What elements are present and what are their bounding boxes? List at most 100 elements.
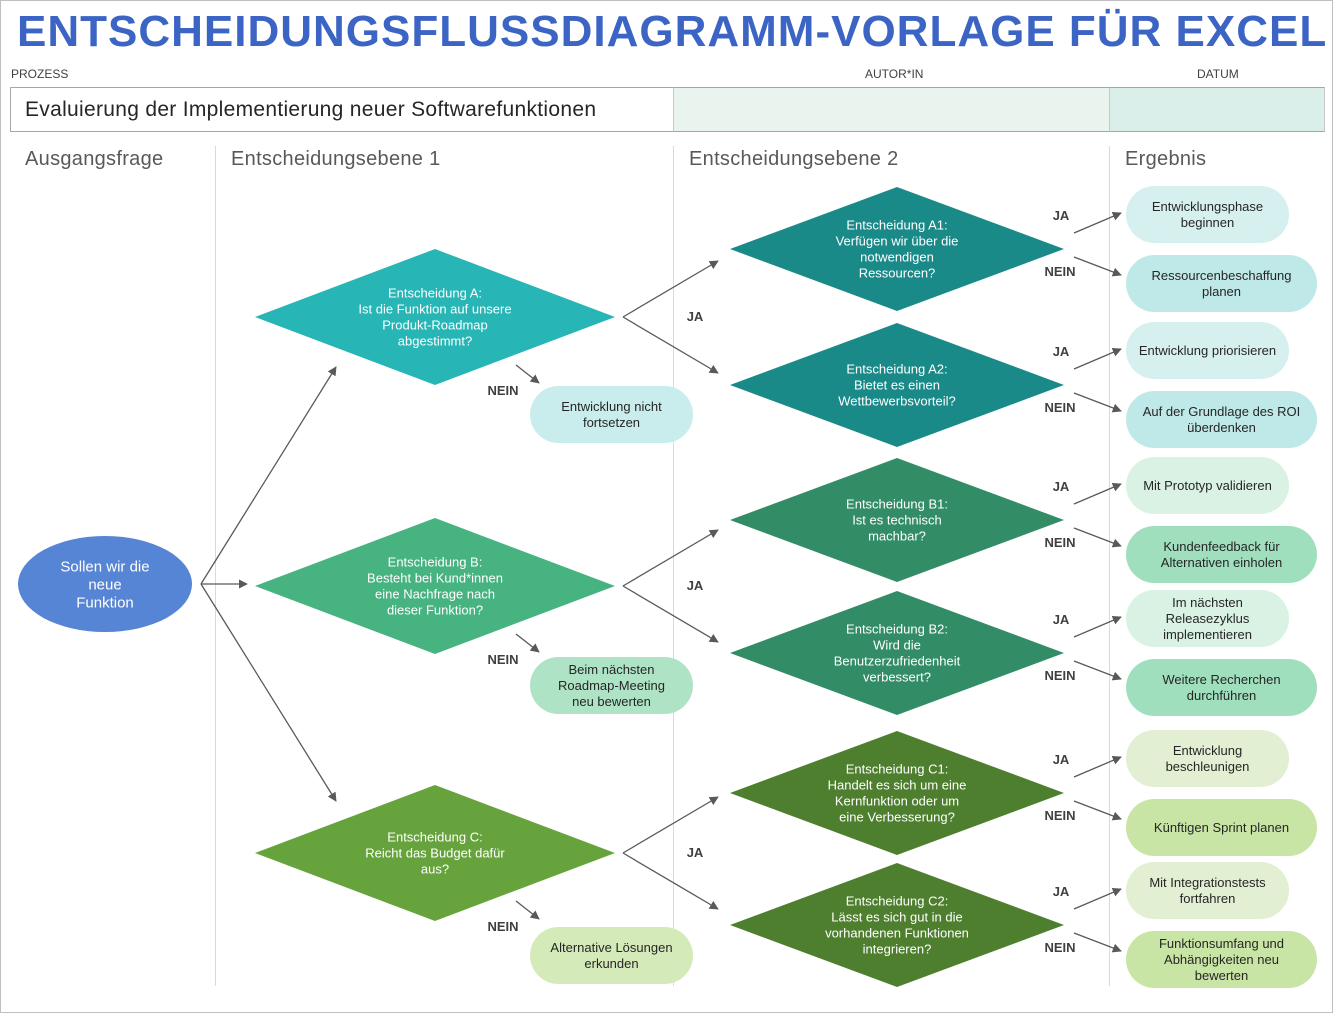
result-b2-no-text: durchführen bbox=[1187, 688, 1256, 703]
decision-a-text: Ist die Funktion auf unsere bbox=[358, 302, 511, 317]
decision-a1-text: notwendigen bbox=[860, 250, 934, 265]
result-c2-yes-text: fortfahren bbox=[1180, 891, 1236, 906]
decision-c1[interactable] bbox=[730, 731, 1064, 855]
branch-label: JA bbox=[1053, 752, 1070, 767]
branch-label: JA bbox=[1053, 884, 1070, 899]
result-c1-yes-text: beschleunigen bbox=[1166, 759, 1250, 774]
branch-label: NEIN bbox=[1044, 808, 1075, 823]
connector-yes bbox=[622, 796, 719, 854]
decision-a1-text: Ressourcen? bbox=[859, 266, 936, 281]
decision-a[interactable] bbox=[255, 249, 615, 385]
connector-no bbox=[515, 900, 540, 920]
author-field[interactable] bbox=[673, 87, 1109, 132]
result-c-no[interactable] bbox=[530, 927, 693, 984]
connector-no bbox=[515, 364, 540, 384]
connector-yes bbox=[622, 852, 719, 910]
result-a2-no-text: überdenken bbox=[1187, 420, 1256, 435]
column-header-result: Ergebnis bbox=[1125, 148, 1207, 170]
result-a-no-text: Entwicklung nicht bbox=[561, 399, 662, 414]
column-divider bbox=[1109, 146, 1110, 986]
decision-c2-text: Entscheidung C2: bbox=[846, 894, 949, 909]
decision-c1-text: eine Verbesserung? bbox=[839, 810, 955, 825]
connector-no bbox=[1073, 660, 1122, 681]
connector-yes bbox=[1073, 483, 1122, 505]
connector-start-c bbox=[200, 583, 337, 802]
branch-label: NEIN bbox=[487, 383, 518, 398]
connector-yes bbox=[622, 585, 719, 643]
result-b2-no[interactable] bbox=[1126, 659, 1317, 716]
result-a2-no-text: Auf der Grundlage des ROI bbox=[1143, 404, 1301, 419]
process-field[interactable]: Evaluierung der Implementierung neuer So… bbox=[10, 87, 673, 132]
result-b2-yes-text: Releasezyklus bbox=[1166, 611, 1250, 626]
result-b-no[interactable] bbox=[530, 657, 693, 714]
result-b-no-text: Roadmap-Meeting bbox=[558, 678, 665, 693]
result-c1-yes[interactable] bbox=[1126, 730, 1289, 787]
result-c-no-text: Alternative Lösungen bbox=[550, 940, 672, 955]
start-node-text: Sollen wir die bbox=[60, 558, 149, 575]
result-a1-no[interactable] bbox=[1126, 255, 1317, 312]
decision-b[interactable] bbox=[255, 518, 615, 654]
result-b-no-text: neu bewerten bbox=[572, 694, 651, 709]
decision-a1[interactable] bbox=[730, 187, 1064, 311]
result-c-no-text: erkunden bbox=[584, 956, 638, 971]
connector-yes bbox=[1073, 756, 1122, 778]
result-b1-yes-text: Mit Prototyp validieren bbox=[1143, 478, 1272, 493]
result-b1-no[interactable] bbox=[1126, 526, 1317, 583]
result-a2-yes[interactable] bbox=[1126, 322, 1289, 379]
start-node-text: Funktion bbox=[76, 594, 134, 611]
branch-label: NEIN bbox=[487, 652, 518, 667]
result-a-no[interactable] bbox=[530, 386, 693, 443]
result-b-no-text: Beim nächsten bbox=[569, 662, 655, 677]
decision-b1-text: Entscheidung B1: bbox=[846, 497, 948, 512]
decision-b-text: eine Nachfrage nach bbox=[375, 587, 495, 602]
decision-c-text: aus? bbox=[421, 862, 449, 877]
decision-b-text: Besteht bei Kund*innen bbox=[367, 571, 503, 586]
branch-label: NEIN bbox=[1044, 940, 1075, 955]
result-a2-no[interactable] bbox=[1126, 391, 1317, 448]
start-node[interactable] bbox=[18, 536, 192, 632]
result-a1-yes[interactable] bbox=[1126, 186, 1289, 243]
result-c2-no[interactable] bbox=[1126, 931, 1317, 988]
decision-a2[interactable] bbox=[730, 323, 1064, 447]
decision-b1-text: machbar? bbox=[868, 529, 926, 544]
decision-c2[interactable] bbox=[730, 863, 1064, 987]
result-c1-no-text: Künftigen Sprint planen bbox=[1154, 820, 1289, 835]
result-a1-yes-text: beginnen bbox=[1181, 215, 1235, 230]
result-b2-no-text: Weitere Recherchen bbox=[1162, 672, 1280, 687]
decision-b2[interactable] bbox=[730, 591, 1064, 715]
result-b2-yes[interactable] bbox=[1126, 590, 1289, 647]
result-c1-no[interactable] bbox=[1126, 799, 1317, 856]
decision-a1-text: Verfügen wir über die bbox=[836, 234, 959, 249]
connector-no bbox=[1073, 932, 1122, 953]
decision-a-text: Produkt-Roadmap bbox=[382, 318, 488, 333]
connector-yes bbox=[622, 529, 719, 587]
decision-b-text: Entscheidung B: bbox=[388, 555, 483, 570]
date-field[interactable] bbox=[1109, 87, 1325, 132]
start-node-text: neue bbox=[88, 576, 121, 593]
decision-a2-text: Wettbewerbsvorteil? bbox=[838, 394, 956, 409]
decision-b2-text: verbessert? bbox=[863, 670, 931, 685]
column-divider bbox=[673, 146, 674, 986]
result-c2-yes[interactable] bbox=[1126, 862, 1289, 919]
result-c1-yes-text: Entwicklung bbox=[1173, 743, 1242, 758]
decision-c[interactable] bbox=[255, 785, 615, 921]
column-header-level2: Entscheidungsebene 2 bbox=[689, 148, 899, 170]
result-c2-no-text: bewerten bbox=[1195, 968, 1248, 983]
connector-yes bbox=[1073, 212, 1122, 234]
branch-label: JA bbox=[1053, 208, 1070, 223]
branch-label: JA bbox=[1053, 479, 1070, 494]
decision-c2-text: integrieren? bbox=[863, 942, 932, 957]
connector-yes bbox=[1073, 616, 1122, 638]
column-divider bbox=[215, 146, 216, 986]
result-a1-no-text: planen bbox=[1202, 284, 1241, 299]
result-c2-no-text: Funktionsumfang und bbox=[1159, 936, 1284, 951]
decision-c2-text: vorhandenen Funktionen bbox=[825, 926, 969, 941]
column-header-start: Ausgangsfrage bbox=[25, 148, 164, 170]
result-b1-yes[interactable] bbox=[1126, 457, 1289, 514]
decision-b1[interactable] bbox=[730, 458, 1064, 582]
connector-yes bbox=[622, 316, 719, 374]
connector-start-a bbox=[200, 366, 337, 585]
decision-b2-text: Wird die bbox=[873, 638, 921, 653]
